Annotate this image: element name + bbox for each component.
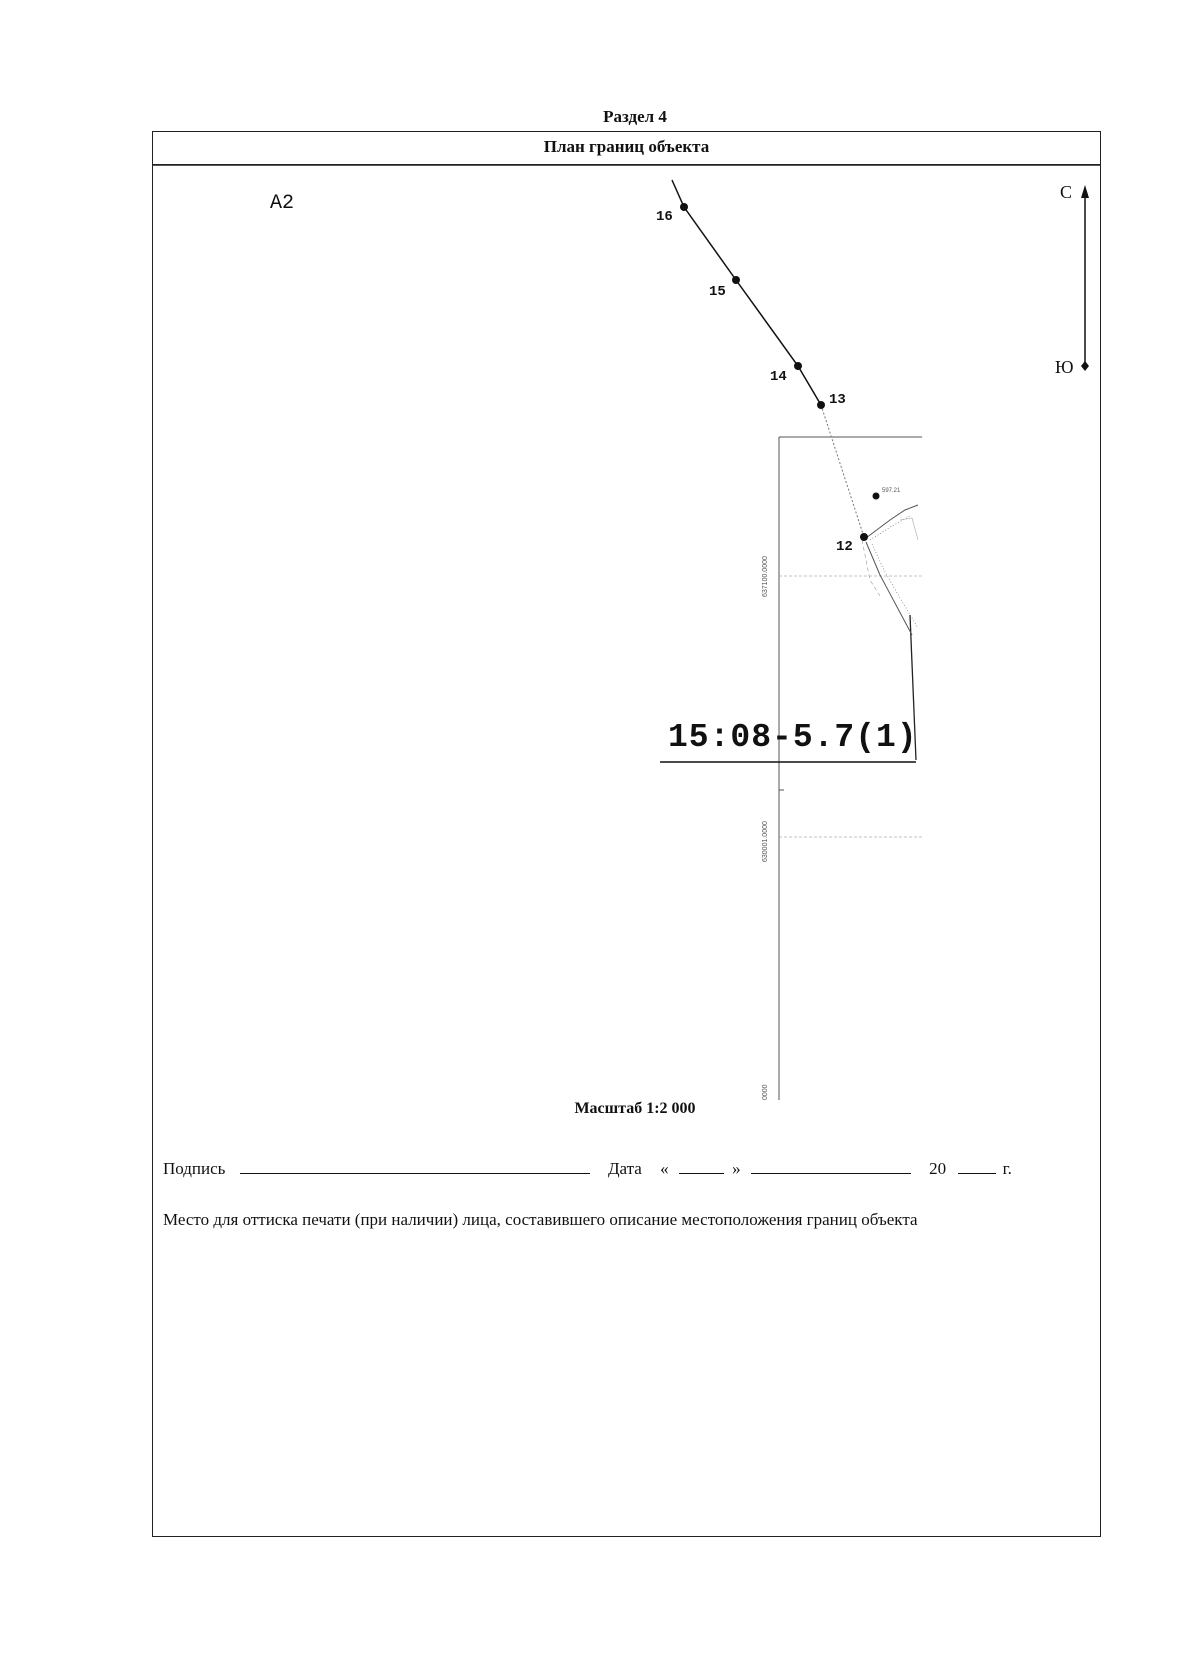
boundary-point-14 <box>794 362 802 370</box>
boundary-point-15 <box>732 276 740 284</box>
terrain-contour-1 <box>865 504 919 539</box>
open-quote: « <box>660 1159 669 1178</box>
boundary-point-13 <box>817 401 825 409</box>
grid-label-2: 630001.0000 <box>762 821 769 862</box>
north-label: С <box>1060 182 1073 202</box>
point-label-12: 12 <box>836 539 853 555</box>
scale-label: Масштаб 1:2 000 <box>574 1100 696 1117</box>
sheet-label: А2 <box>270 192 295 215</box>
boundary-line <box>671 179 822 406</box>
terrain-hatch-4 <box>899 517 919 541</box>
signature-label: Подпись <box>163 1159 226 1178</box>
boundary-point-16 <box>680 203 688 211</box>
point-label-13: 13 <box>829 392 846 408</box>
point-label-15: 15 <box>709 284 726 300</box>
parcel-edge-right <box>909 614 917 761</box>
boundary-line-dotted <box>820 404 865 538</box>
date-day-field[interactable] <box>678 1157 724 1174</box>
terrain-contour-2 <box>865 541 913 636</box>
signature-field[interactable] <box>239 1157 590 1174</box>
date-year-field[interactable] <box>958 1157 997 1174</box>
grid-label-1: 637100.0000 <box>762 556 769 597</box>
year-prefix: 20 <box>929 1159 947 1178</box>
stamp-note: Место для оттиска печати (при наличии) л… <box>163 1210 918 1229</box>
grid-label-3: 0000 <box>762 1084 769 1100</box>
date-label: Дата <box>607 1159 642 1178</box>
south-label: Ю <box>1055 357 1074 377</box>
point-label-14: 14 <box>770 369 787 385</box>
elevation-label: 597.21 <box>882 488 901 494</box>
point-label-16: 16 <box>656 209 673 225</box>
plan-frame: План границ объекта <box>152 131 1101 1537</box>
plan-title: План границ объекта <box>153 132 1100 165</box>
date-month-field[interactable] <box>750 1157 911 1174</box>
north-arrow-head <box>1081 185 1089 198</box>
signature-row: Подпись Дата « » 20 г. <box>163 1157 1012 1179</box>
close-quote: » <box>732 1159 741 1178</box>
section-title: Раздел 4 <box>603 107 667 126</box>
terrain-hatch-1 <box>871 543 919 629</box>
header-divider <box>153 165 1100 166</box>
elevation-point <box>872 492 880 500</box>
boundary-point-12 <box>860 533 868 541</box>
south-arrow-tail <box>1081 361 1089 371</box>
year-suffix: г. <box>1002 1159 1012 1178</box>
parcel-label: 15:08-5.7(1) <box>668 719 918 756</box>
